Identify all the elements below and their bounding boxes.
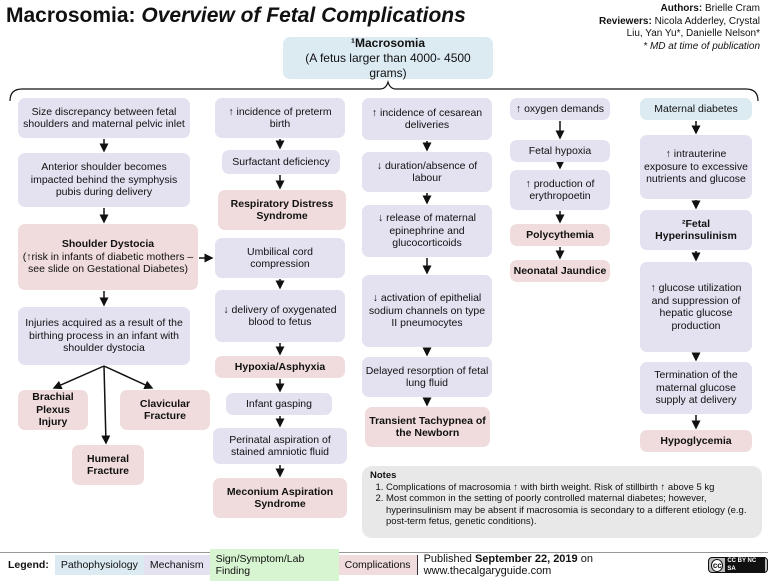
box-text: ↑ production of erythropoetin: [525, 177, 595, 203]
box-text: Shoulder Dystocia: [61, 238, 155, 251]
flow-box-c3e: Delayed resorption of fetal lung fluid: [362, 357, 492, 397]
flow-box-c2e: ↓ delivery of oxygenated blood to fetus: [215, 290, 345, 342]
box-text: Clavicular Fracture: [139, 397, 191, 423]
box-text: ↑ incidence of cesarean deliveries: [371, 106, 483, 132]
box-text: Humeral Fracture: [86, 452, 129, 478]
box-text: Anterior shoulder becomes impacted behin…: [30, 161, 178, 199]
flow-box-c2h: Perinatal aspiration of stained amniotic…: [213, 428, 347, 464]
box-text: ↓ activation of epithelial sodium channe…: [368, 292, 486, 330]
box-text: ↓ duration/absence of labour: [376, 159, 478, 185]
box-subtext: (↑risk in infants of diabetic mothers – …: [22, 250, 194, 276]
legend-mechanism: Mechanism: [143, 555, 210, 575]
box-text: Size discrepancy between fetal shoulders…: [23, 105, 185, 131]
box-text: ↑ intrauterine exposure to excessive nut…: [644, 148, 748, 186]
legend-pathophysiology: Pathophysiology: [54, 555, 144, 575]
box-text: Meconium Aspiration Syndrome: [226, 485, 334, 511]
box-text: Surfactant deficiency: [232, 155, 330, 168]
flow-box-c5e: Termination of the maternal glucose supp…: [640, 362, 752, 414]
flow-box-c3b: ↓ duration/absence of labour: [362, 152, 492, 192]
box-text: ↑ oxygen demands: [515, 102, 605, 115]
box-text: Transient Tachypnea of the Newborn: [369, 414, 486, 440]
box-text: Termination of the maternal glucose supp…: [654, 369, 738, 407]
cc-logo-icon: cc: [711, 558, 724, 572]
flow-box-c5c: ²Fetal Hyperinsulinism: [640, 210, 752, 250]
box-text: Hypoxia/Asphyxia: [234, 360, 326, 373]
box-text: ↓ release of maternal epinephrine and gl…: [377, 212, 477, 250]
box-text: ↓ delivery of oxygenated blood to fetus: [223, 303, 337, 329]
flow-box-c2f: Hypoxia/Asphyxia: [215, 356, 345, 378]
legend-sign: Sign/Symptom/Lab Finding: [209, 549, 339, 581]
box-text: Fetal hypoxia: [528, 144, 592, 157]
box-text: Hypoglycemia: [660, 434, 732, 447]
flow-box-c4b: Fetal hypoxia: [510, 140, 610, 162]
flow-box-c4c: ↑ production of erythropoetin: [510, 170, 610, 210]
flow-box-c1e: Brachial Plexus Injury: [18, 390, 88, 430]
flow-box-c2i: Meconium Aspiration Syndrome: [213, 478, 347, 518]
page-title: Macrosomia: Overview of Fetal Complicati…: [6, 4, 466, 27]
flow-box-c1a: Size discrepancy between fetal shoulders…: [18, 98, 190, 138]
flow-box-c2b: Surfactant deficiency: [222, 150, 340, 174]
box-text: Infant gasping: [246, 397, 312, 410]
flow-box-c1c: Shoulder Dystocia(↑risk in infants of di…: [18, 224, 198, 290]
flow-box-c4d: Polycythemia: [510, 224, 610, 246]
published-text: Published September 22, 2019 on www.thec…: [423, 553, 593, 577]
box-text: Maternal diabetes: [654, 102, 738, 115]
note-item: Complications of macrosomia ↑ with birth…: [386, 482, 754, 494]
legend-bar: Legend: Pathophysiology Mechanism Sign/S…: [0, 549, 768, 581]
flow-box-c3f: Transient Tachypnea of the Newborn: [365, 407, 490, 447]
flow-box-c2a: ↑ incidence of preterm birth: [215, 98, 345, 138]
flow-box-c1g: Humeral Fracture: [72, 445, 144, 485]
box-text: Respiratory Distress Syndrome: [230, 197, 334, 223]
legend-complications: Complications: [338, 555, 418, 575]
box-text: Neonatal Jaundice: [513, 264, 607, 277]
box-text: ↑ incidence of preterm birth: [228, 105, 332, 131]
box-text: ↑ glucose utilization and suppression of…: [650, 282, 742, 332]
authors-block: Authors: Brielle Cram Reviewers: Nicola …: [598, 3, 760, 52]
flow-box-c4a: ↑ oxygen demands: [510, 98, 610, 120]
macrosomia-box: ¹Macrosomia(A fetus larger than 4000- 45…: [283, 36, 493, 80]
box-text: ²Fetal Hyperinsulinism: [655, 217, 737, 243]
flow-box-c5a: Maternal diabetes: [640, 98, 752, 120]
flow-box-c2d: Umbilical cord compression: [215, 238, 345, 278]
box-text: Injuries acquired as a result of the bir…: [25, 317, 183, 355]
flow-box-c2g: Infant gasping: [226, 393, 332, 415]
flow-box-c2c: Respiratory Distress Syndrome: [218, 190, 346, 230]
box-text: Polycythemia: [526, 228, 594, 241]
box-text: Umbilical cord compression: [247, 245, 313, 271]
flow-box-c5f: Hypoglycemia: [640, 430, 752, 452]
license-text: CC BY NC SA: [725, 557, 765, 573]
flow-box-c3a: ↑ incidence of cesarean deliveries: [362, 98, 492, 140]
box-text: Delayed resorption of fetal lung fluid: [365, 364, 489, 390]
flow-box-c1b: Anterior shoulder becomes impacted behin…: [18, 153, 190, 207]
box-text: Brachial Plexus Injury: [32, 391, 74, 429]
box-text: Perinatal aspiration of stained amniotic…: [229, 433, 331, 459]
note-item: Most common in the setting of poorly con…: [386, 493, 754, 528]
flow-box-c3c: ↓ release of maternal epinephrine and gl…: [362, 205, 492, 257]
notes-box: Notes Complications of macrosomia ↑ with…: [362, 466, 762, 538]
flow-box-c1f: Clavicular Fracture: [120, 390, 210, 430]
flow-box-c4e: Neonatal Jaundice: [510, 260, 610, 282]
flow-box-c3d: ↓ activation of epithelial sodium channe…: [362, 275, 492, 347]
flow-box-c1d: Injuries acquired as a result of the bir…: [18, 307, 190, 365]
flow-box-c5d: ↑ glucose utilization and suppression of…: [640, 262, 752, 352]
flow-box-c5b: ↑ intrauterine exposure to excessive nut…: [640, 135, 752, 199]
